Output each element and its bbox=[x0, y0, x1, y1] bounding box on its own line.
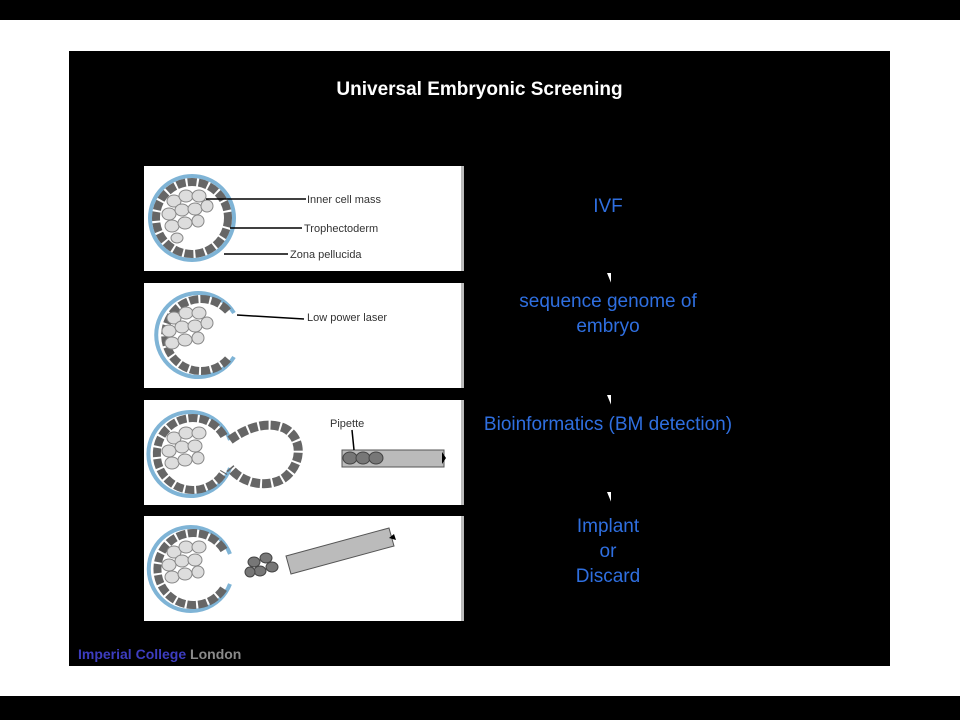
low-power-laser-label: Low power laser bbox=[307, 312, 387, 324]
trophectoderm-label: Trophectoderm bbox=[304, 223, 378, 235]
arrow-down-icon bbox=[607, 492, 611, 502]
pipette-label: Pipette bbox=[330, 418, 364, 430]
arrow-down-icon bbox=[607, 273, 611, 283]
panel-pipette-biopsy: Pipette bbox=[144, 400, 464, 505]
flow-step-decision: Implant or Discard bbox=[458, 514, 758, 589]
panel-extraction bbox=[144, 516, 464, 621]
bottom-letterbox bbox=[0, 696, 960, 720]
arrow-down-icon bbox=[607, 395, 611, 405]
top-letterbox bbox=[0, 0, 960, 20]
flow-step-sequence: sequence genome of embryo bbox=[458, 289, 758, 339]
blastocyst-illustration: Inner cell mass Trophectoderm Zona pellu… bbox=[148, 174, 381, 262]
footer-logo: Imperial College London bbox=[78, 646, 241, 662]
panel-blastocyst: Inner cell mass Trophectoderm Zona pellu… bbox=[144, 166, 464, 271]
extraction-illustration bbox=[146, 525, 396, 613]
zona-pellucida-label: Zona pellucida bbox=[290, 249, 362, 261]
footer-imperial-college: Imperial College bbox=[78, 646, 187, 662]
slide: Universal Embryonic Screening Inner cell… bbox=[69, 51, 890, 666]
flow-step-ivf: IVF bbox=[593, 196, 623, 217]
flow-step-discard: Discard bbox=[575, 566, 641, 587]
footer-london: London bbox=[190, 646, 242, 662]
flow-step-bioinformatics: Bioinformatics (BM detection) bbox=[483, 414, 733, 435]
panel-laser: Low power laser bbox=[144, 283, 464, 388]
flow-step-sequence-line1: sequence genome of bbox=[519, 291, 697, 312]
laser-illustration: Low power laser bbox=[154, 291, 387, 379]
inner-cell-mass-label: Inner cell mass bbox=[307, 194, 381, 206]
flow-step-or: or bbox=[599, 541, 617, 562]
flow-step-implant: Implant bbox=[576, 516, 640, 537]
biopsy-illustration: Pipette bbox=[146, 410, 446, 498]
slide-title: Universal Embryonic Screening bbox=[336, 79, 623, 100]
flow-step-sequence-line2: embryo bbox=[576, 316, 640, 337]
